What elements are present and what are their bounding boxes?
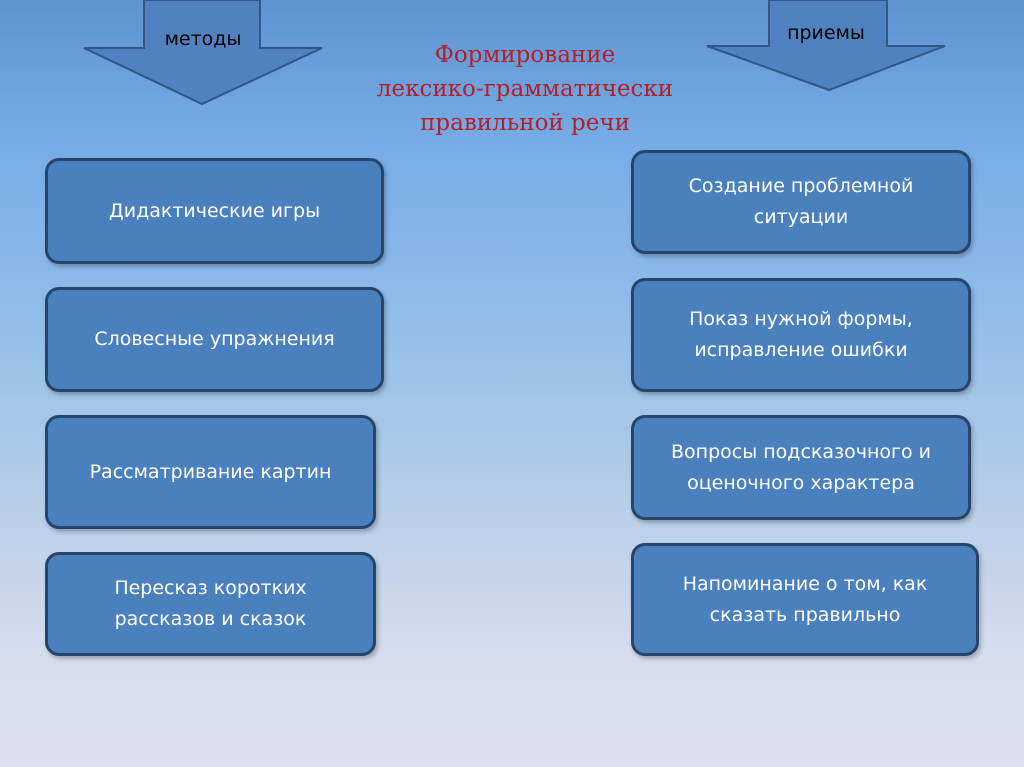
method-box-verbal-exercises: Словесные упражнения	[45, 287, 384, 392]
method-box-retelling: Пересказ коротких рассказов и сказок	[45, 552, 376, 656]
method-label: Дидактические игры	[108, 199, 321, 222]
technique-label-line-2: сказать правильно	[709, 603, 901, 626]
methods-arrow-label: методы	[164, 28, 242, 50]
method-label: Словесные упражнения	[94, 328, 335, 350]
title-line-3: правильной речи	[420, 110, 630, 136]
method-box-picture-viewing: Рассматривание картин	[45, 415, 376, 529]
methods-arrow: методы	[82, 0, 324, 106]
techniques-arrow: приемы	[705, 0, 947, 92]
technique-label-line-1: Показ нужной формы,	[689, 308, 913, 330]
method-label-line-2: рассказов и сказок	[114, 608, 307, 630]
method-label: Рассматривание картин	[89, 460, 332, 483]
technique-label-line-2: исправление ошибки	[694, 339, 908, 361]
diagram-title: Формирование лексико-грамматически прави…	[330, 38, 720, 140]
title-line-2: лексико-грамматически	[376, 76, 674, 102]
technique-label-line-2: ситуации	[753, 206, 849, 228]
technique-box-questions: Вопросы подсказочного и оценочного харак…	[631, 415, 971, 520]
technique-box-show-form: Показ нужной формы, исправление ошибки	[631, 278, 971, 392]
technique-label-line-2: оценочного характера	[687, 471, 915, 494]
method-label-line-1: Пересказ коротких	[114, 577, 307, 599]
method-box-didactic-games: Дидактические игры	[45, 158, 384, 264]
technique-label-line-1: Вопросы подсказочного и	[671, 440, 931, 463]
technique-box-reminder: Напоминание о том, как сказать правильно	[631, 543, 979, 656]
technique-box-problem-situation: Создание проблемной ситуации	[631, 150, 971, 254]
title-line-1: Формирование	[434, 42, 616, 68]
techniques-arrow-label: приемы	[787, 22, 865, 44]
technique-label-line-1: Напоминание о том, как	[682, 572, 928, 595]
technique-label-line-1: Создание проблемной	[688, 175, 914, 197]
